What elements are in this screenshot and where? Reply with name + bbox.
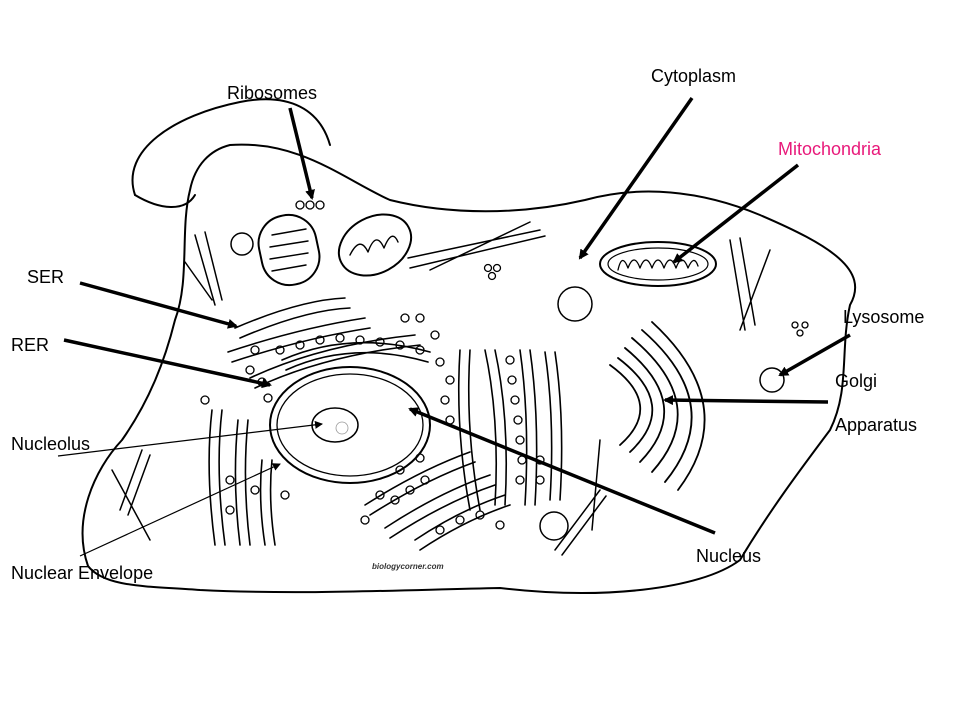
label-lysosome: Lysosome — [843, 307, 925, 327]
pointer-golgi — [663, 395, 829, 406]
pointer-nuclear-envelope — [79, 463, 281, 557]
mitochondrion-2 — [337, 213, 413, 277]
ribosome-dots — [200, 200, 809, 535]
pointer-ser — [79, 281, 238, 329]
mitochondrion-1 — [257, 213, 321, 287]
pointer-rer — [63, 338, 272, 389]
label-cytoplasm: Cytoplasm — [651, 66, 737, 86]
rough-er — [208, 341, 563, 551]
label-nucleus: Nucleus — [696, 546, 762, 566]
smooth-er — [227, 297, 421, 389]
pointer-lines — [57, 96, 851, 557]
pointer-nucleus — [408, 407, 716, 535]
nucleolus-shape — [311, 407, 359, 443]
pointer-lysosome — [778, 333, 851, 377]
label-mitochondria: Mitochondria — [778, 139, 882, 159]
label-nucleolus: Nucleolus — [11, 434, 91, 454]
nucleus-shape — [269, 366, 431, 484]
pointer-ribosomes — [288, 107, 315, 200]
pointer-cytoplasm — [578, 96, 694, 260]
golgi-stack — [609, 321, 706, 491]
mitochondrion-3 — [599, 241, 717, 287]
credit-text: biologycorner.com — [372, 562, 444, 571]
pointer-mitochondria — [672, 163, 800, 264]
label-nuclear-envelope: Nuclear Envelope — [11, 563, 154, 583]
pointer-nucleolus — [57, 420, 323, 457]
cell-membrane — [81, 143, 857, 594]
label-ser: SER — [27, 267, 65, 287]
label-golgi-line1: Golgi — [835, 371, 878, 391]
label-ribosomes: Ribosomes — [227, 83, 318, 103]
label-golgi-line2: Apparatus — [835, 415, 918, 435]
label-rer: RER — [11, 335, 50, 355]
membrane-fold — [131, 98, 331, 196]
